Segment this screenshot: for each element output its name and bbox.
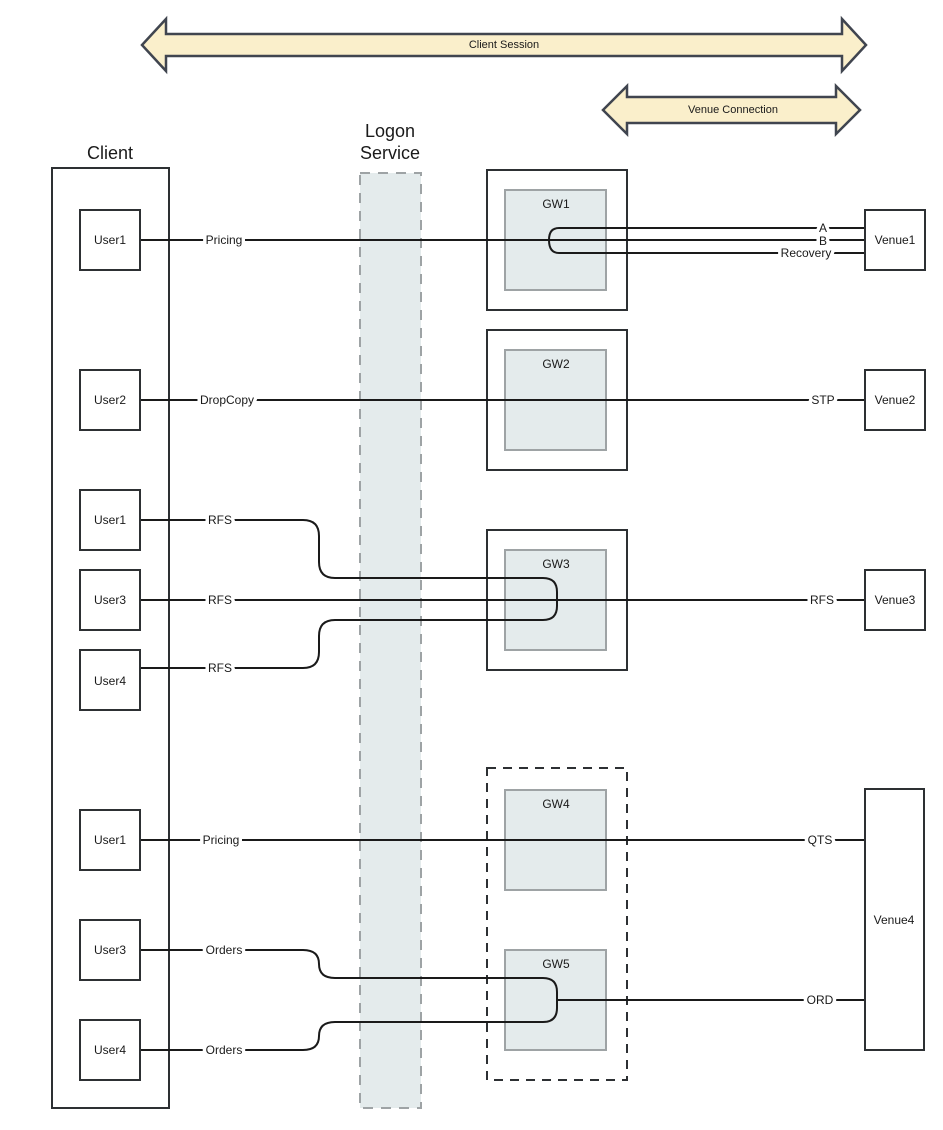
logon-service-title-line1: Logon [365,121,415,141]
user-box [79,1019,141,1081]
user-label: User1 [94,233,126,247]
client-session-arrow-label: Client Session [469,39,539,51]
venue-connection-arrow-shape [601,82,862,138]
connection-label: RFS [208,661,232,675]
venue-box [864,569,926,631]
gateway-gw3-label: GW3 [542,557,570,571]
connection-label: QTS [808,833,833,847]
venue-label: Venue1 [875,233,916,247]
connection-label: Pricing [206,233,243,247]
user-box [79,209,141,271]
logon-service-title-line2: Service [360,143,420,163]
client-session-arrow: Client Session [140,15,868,75]
connection-label: DropCopy [200,393,254,407]
connection-label: Pricing [203,833,240,847]
user-boxes: User1 User2 User1 User3 User4 User1 User… [79,209,141,1081]
user-label: User1 [94,833,126,847]
connection-user4-orders [140,1000,558,1051]
venue-box [864,369,926,431]
connection-labels-left: Pricing DropCopy RFS RFS RFS Pricing Ord… [196,230,257,1061]
client-session-arrow-shape [140,15,868,75]
connection-label: Recovery [781,246,832,260]
venue-connection-arrow: Venue Connection [601,82,862,138]
client-title: Client [87,143,133,163]
logon-service-band [359,172,422,1109]
venue-label: Venue4 [874,913,915,927]
connection-labels-right: A B Recovery STP RFS QTS ORD [777,218,838,1011]
connection-user1-rfs [140,519,558,600]
venue-label: Venue3 [875,593,916,607]
gateway-gw4-label: GW4 [542,797,570,811]
venue-connection-arrow-label: Venue Connection [688,104,778,116]
user-label: User1 [94,513,126,527]
connection-label: STP [811,393,834,407]
connection-label: A [819,221,827,235]
connection-user3-orders [140,949,558,1000]
venue-boxes: Venue1 Venue2 Venue3 Venue4 [864,209,926,1051]
user-box [79,649,141,711]
connections [140,227,865,1051]
user-box [79,369,141,431]
venue-box [864,209,926,271]
gateway-gw1-label: GW1 [542,197,570,211]
user-label: User2 [94,393,126,407]
user-label: User3 [94,943,126,957]
gateway-gw2-label: GW2 [542,357,570,371]
connection-label: RFS [810,593,834,607]
venue-box [864,788,925,1051]
connection-label: Orders [206,943,243,957]
user-box [79,809,141,871]
user-box [79,919,141,981]
connection-label: RFS [208,513,232,527]
user-label: User3 [94,593,126,607]
connection-gw1-a-branch [548,227,865,241]
user-label: User4 [94,1043,126,1057]
connection-label: RFS [208,593,232,607]
user-label: User4 [94,674,126,688]
connection-label: Orders [206,1043,243,1057]
connection-user4-rfs [140,600,558,669]
connection-gw1-recovery-branch [548,239,865,254]
connection-label: B [819,234,827,248]
user-box [79,569,141,631]
user-box [79,489,141,551]
gateway-gw5-label: GW5 [542,957,570,971]
venue-label: Venue2 [875,393,916,407]
connection-label: ORD [807,993,834,1007]
